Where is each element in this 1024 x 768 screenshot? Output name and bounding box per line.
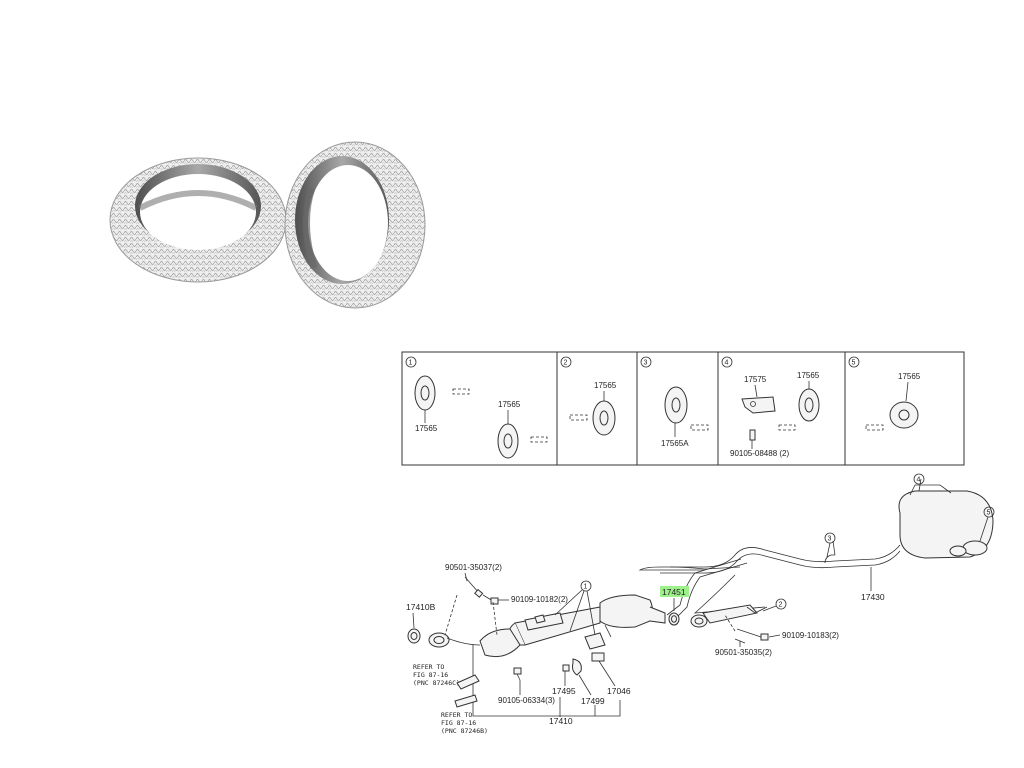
inset-5-label: 17565	[898, 372, 921, 381]
front-flange	[428, 632, 481, 648]
inset-2-number: 2	[564, 360, 568, 367]
inset-1-label-a: 17565	[415, 424, 438, 433]
svg-text:1: 1	[584, 584, 588, 591]
pn-17410: 17410	[549, 716, 573, 726]
inset-4-label-c: 90105-08488 (2)	[730, 449, 789, 458]
inset-1: 1 17565 17565	[405, 356, 548, 459]
pn-17430: 17430	[861, 592, 885, 602]
muffler	[898, 484, 994, 559]
svg-text:FIG 87-16: FIG 87-16	[441, 719, 476, 727]
hanger-brackets	[604, 478, 922, 638]
svg-text:3: 3	[828, 536, 832, 543]
callout-3: 3	[824, 532, 836, 558]
svg-text:(PNC 87246C): (PNC 87246C)	[413, 679, 460, 687]
pn-17499: 17499	[581, 696, 605, 706]
svg-text:5: 5	[987, 510, 991, 517]
inset-3-number: 3	[644, 360, 648, 367]
svg-text:REFER TO: REFER TO	[441, 711, 472, 719]
catalytic-converter	[479, 594, 666, 658]
callout-2: 2	[762, 598, 787, 612]
pn-90109-10182: 90109-10182(2)	[511, 595, 568, 604]
pn-17451: 17451	[662, 587, 686, 597]
gasket-left	[109, 157, 287, 283]
inset-1-label-b: 17565	[498, 400, 521, 409]
inset-4-label-a: 17575	[744, 375, 767, 384]
inset-3-label: 17565A	[661, 439, 689, 448]
inset-4-number: 4	[725, 360, 729, 367]
gasket-photo	[109, 141, 426, 309]
inset-5-number: 5	[852, 360, 856, 367]
inset-3: 3 17565A	[640, 356, 709, 448]
refer-note-2: REFER TO FIG 87-16 (PNC 87246B)	[441, 694, 488, 735]
front-bolts	[444, 576, 499, 636]
pn-90109-10183: 90109-10183(2)	[782, 631, 839, 640]
svg-text:2: 2	[779, 602, 783, 609]
heat-insulator-parts	[513, 632, 606, 681]
center-flange	[690, 604, 758, 628]
inset-panel	[401, 351, 965, 466]
front-gasket-17410b	[407, 628, 421, 644]
callout-4: 4	[913, 473, 925, 485]
pn-90501-35035: 90501-35035(2)	[715, 648, 772, 657]
pn-17451-highlight	[660, 586, 689, 597]
inset-5: 5 17565	[848, 356, 921, 431]
svg-text:4: 4	[917, 477, 921, 484]
svg-text:FIG 87-16: FIG 87-16	[413, 671, 448, 679]
pn-90501-35037: 90501-35037(2)	[445, 563, 502, 572]
callout-1: 1	[554, 580, 596, 636]
svg-text:(PNC 87246B): (PNC 87246B)	[441, 727, 488, 735]
inset-4: 4 17575 17565 90105-08488 (2)	[721, 356, 820, 458]
pn-17495: 17495	[552, 686, 576, 696]
inset-2-label: 17565	[594, 381, 617, 390]
pn-90105-06334: 90105-06334(3)	[498, 696, 555, 705]
refer-note-1: REFER TO FIG 87-16 (PNC 87246C)	[413, 663, 480, 690]
tail-pipe	[638, 544, 901, 574]
inset-4-label-b: 17565	[797, 371, 820, 380]
gasket-right	[284, 141, 426, 309]
callout-5: 5	[979, 506, 995, 542]
inset-2: 2 17565	[560, 356, 617, 436]
inset-1-number: 1	[409, 360, 413, 367]
gasket-17451	[668, 612, 680, 626]
svg-text:REFER TO: REFER TO	[413, 663, 444, 671]
rear-bolts	[724, 614, 769, 644]
pn-17410b: 17410B	[406, 602, 436, 612]
pn-17046: 17046	[607, 686, 631, 696]
exhaust-parts-diagram: 1 17565 17565 2 17565 3 17565A 4	[401, 351, 995, 735]
